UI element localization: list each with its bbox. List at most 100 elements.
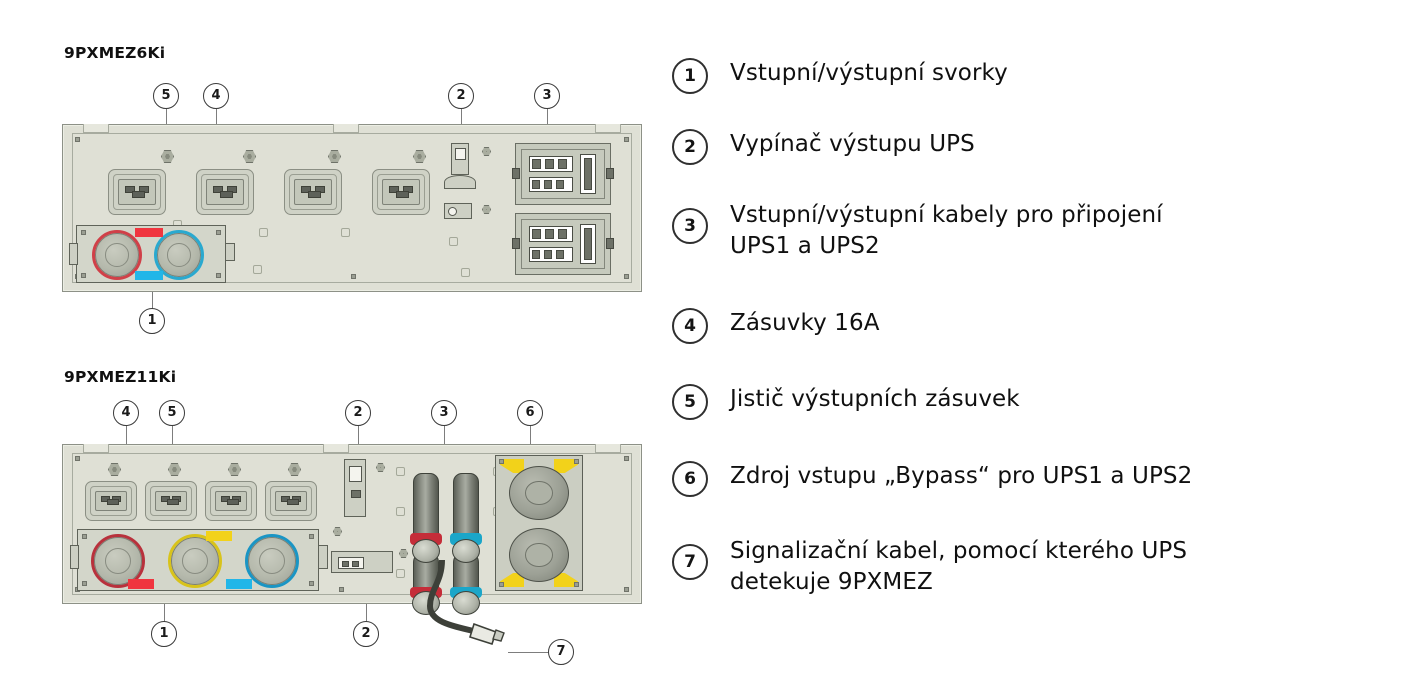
connector-inner [521,219,605,269]
device-2-callout-7[interactable]: 7 [548,639,574,665]
connector-contact [544,250,552,259]
bypass-input-module[interactable] [495,455,583,591]
legend-bubble-6[interactable]: 6 [672,461,708,497]
ups-output-switch-secondary[interactable] [331,551,393,573]
terminal-screw [309,534,314,539]
io-terminal-block[interactable] [76,225,226,283]
power-cable-gland [453,473,479,541]
breaker-screw[interactable] [108,463,121,476]
legend-bubble-1[interactable]: 1 [672,58,708,94]
bypass-connector[interactable] [509,466,569,520]
device-2-model-label: 9PXMEZ11Ki [64,368,177,386]
connector-latch [606,168,614,179]
legend-label-1: Vstupní/výstupní svorky [730,60,1008,86]
breaker-screw[interactable] [168,463,181,476]
legend-item-2: 2 Vypínač výstupu UPS [672,129,975,165]
device-2-callout-1[interactable]: 1 [151,621,177,647]
terminal-screw [81,230,86,235]
rack-notch [83,124,109,133]
breaker-screw[interactable] [413,150,426,163]
legend-label-4: Zásuvky 16A [730,310,880,336]
iec-outlet[interactable] [205,481,257,521]
iec-outlet[interactable] [265,481,317,521]
outlet-pin [301,186,311,193]
device-2-callout-6[interactable]: 6 [517,400,543,426]
switch-base[interactable] [444,203,472,219]
switch-contact [342,561,349,567]
outlet-face [215,491,247,511]
legend-bubble-5[interactable]: 5 [672,384,708,420]
cable-marker-red [91,534,145,588]
marker-tab-yellow [206,531,232,541]
iec-outlet[interactable] [196,169,254,215]
breaker-screw[interactable] [328,150,341,163]
corner-screw [624,274,629,279]
breaker-screw[interactable] [243,150,256,163]
connector-contact [556,250,564,259]
connector-latch [512,238,520,249]
legend-bubble-4[interactable]: 4 [672,308,708,344]
connector-contact [544,180,552,189]
legend-item-4: 4 Zásuvky 16A [672,308,880,344]
terminal-screw [309,581,314,586]
ups-output-switch[interactable] [451,143,469,175]
outlet-face [155,491,187,511]
device-2-callout-5[interactable]: 5 [159,400,185,426]
corner-screw [624,587,629,592]
iec-outlet[interactable] [372,169,430,215]
device-1-callout-1[interactable]: 1 [139,308,165,334]
outlet-pin [287,499,299,505]
iec-outlet[interactable] [145,481,197,521]
device-1-callout-4[interactable]: 4 [203,83,229,109]
device-2-callout-2-bottom[interactable]: 2 [353,621,379,647]
device-2-callout-4[interactable]: 4 [113,400,139,426]
mounting-hole [449,237,458,246]
gland-cap [412,591,440,615]
iec-outlet[interactable] [85,481,137,521]
legend-bubble-3[interactable]: 3 [672,208,708,244]
corner-screw [624,456,629,461]
terminal-screw [216,230,221,235]
device-2-callout-3[interactable]: 3 [431,400,457,426]
mounting-hole [341,228,350,237]
ups-output-switch[interactable] [344,459,366,517]
panel-screw [376,463,385,472]
device-1-callout-3[interactable]: 3 [534,83,560,109]
device-1-callout-2[interactable]: 2 [448,83,474,109]
outlet-pin [167,499,179,505]
iec-outlet[interactable] [284,169,342,215]
ups-interconnect-connector[interactable] [512,143,614,205]
outlet-face [275,491,307,511]
switch-knob[interactable] [349,466,362,482]
breaker-screw[interactable] [228,463,241,476]
breaker-screw[interactable] [161,150,174,163]
legend-label-3: Vstupní/výstupní kabely pro připojení UP… [730,202,1163,259]
connector-latch [606,238,614,249]
io-terminal-block[interactable] [77,529,319,591]
panel-screw [482,147,491,156]
breaker-screw[interactable] [288,463,301,476]
bypass-connector[interactable] [509,528,569,582]
device-1-chassis [62,124,642,292]
mounting-hole [461,268,470,277]
connector-contact [556,180,564,189]
device-2-callout-2[interactable]: 2 [345,400,371,426]
ups-interconnect-connector[interactable] [512,213,614,275]
cable-marker-yellow [168,534,222,588]
connector-contact [532,180,540,189]
iec-outlet[interactable] [108,169,166,215]
connector-contact [545,229,554,239]
switch-knob[interactable] [338,557,364,569]
mounting-hole [253,265,262,274]
device-1-callout-5[interactable]: 5 [153,83,179,109]
rack-notch [595,124,621,133]
outlet-face [95,491,127,511]
rack-notch [323,444,349,453]
legend-bubble-7[interactable]: 7 [672,544,708,580]
legend-bubble-2[interactable]: 2 [672,129,708,165]
switch-indicator [351,490,361,498]
marker-tab-blue [135,271,163,280]
panel-screw [399,549,408,558]
switch-knob[interactable] [455,148,466,160]
mounting-hole [259,228,268,237]
